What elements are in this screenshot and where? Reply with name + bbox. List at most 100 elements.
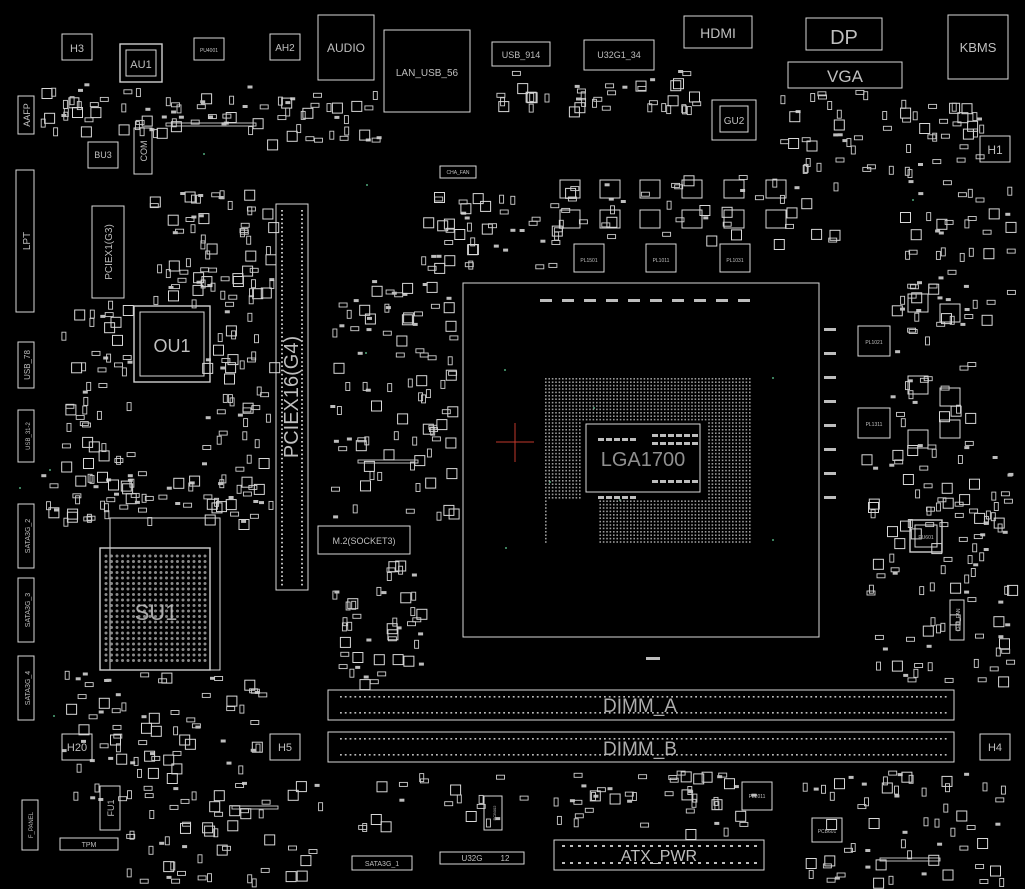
- component-pu4001: PU4001: [193, 37, 225, 61]
- connector-sata-2: SATA3G_2: [17, 503, 35, 569]
- label-tpm: TPM: [82, 842, 97, 849]
- label-u32g-num: 12: [501, 854, 510, 863]
- header-lpt: LPT: [15, 169, 35, 313]
- label-sata-2: SATA3G_2: [25, 519, 32, 553]
- slot-dimm-b: DIMM_B: [327, 731, 955, 763]
- header-tpm: TPM: [59, 837, 119, 851]
- component-bu3: BU3: [87, 141, 119, 169]
- label-su1: SU1: [135, 600, 178, 625]
- component-fu1: FU1: [99, 785, 121, 831]
- header-usb-78: USB_78: [17, 341, 35, 389]
- label-kbms: KBMS: [960, 40, 997, 55]
- label-cha-fan: CHA_FAN: [446, 170, 469, 176]
- passive-components: [19, 70, 1019, 889]
- label-pl1011: PL1011: [653, 258, 670, 264]
- connector-dp: DP: [805, 17, 883, 51]
- label-ou1: OU1: [153, 336, 190, 356]
- inductor-pl2011: PL2011: [741, 781, 773, 811]
- inductor-pl1031: PL1031: [719, 243, 751, 273]
- label-gu2: GU2: [724, 116, 745, 127]
- label-ah2: AH2: [275, 43, 295, 54]
- slot-m2: M.2(SOCKET3): [317, 525, 411, 555]
- label-lan-usb: LAN_USB_56: [396, 68, 459, 79]
- connector-hdmi: HDMI: [683, 15, 753, 49]
- atx-pins: [562, 845, 757, 864]
- component-ah2: AH2: [269, 33, 301, 61]
- cpu-socket: LGA1700: [462, 282, 820, 638]
- label-usb-914: USB_914: [502, 50, 541, 60]
- inductor-pl1021: PL1021: [857, 325, 891, 357]
- label-cpu-fan: CPU_FAN: [956, 608, 962, 631]
- header-usb-31: USB_31-2: [17, 409, 35, 463]
- inductor-pl1011: PL1011: [645, 243, 677, 273]
- label-fu1: FU1: [106, 799, 116, 816]
- label-pciex16: PCIEX16(G4): [281, 336, 303, 458]
- label-pu4001: PU4001: [200, 48, 218, 54]
- label-h5: H5: [278, 742, 292, 754]
- label-pl1311: PL1311: [866, 422, 883, 428]
- inductor-pl1311: PL1311: [857, 407, 891, 439]
- component-h5: H5: [269, 733, 301, 761]
- su1-ball-grid: [104, 554, 207, 662]
- connector-sata-4: SATA3G_4: [17, 655, 35, 721]
- header-usb-914: USB_914: [491, 41, 551, 67]
- connector-audio: AUDIO: [317, 14, 375, 81]
- header-u32g: U32G 12: [439, 851, 525, 865]
- slot-pciex1: PCIEX1(G3): [91, 205, 125, 299]
- component-h3: H3: [61, 33, 93, 61]
- label-pu601: PU601: [918, 535, 934, 541]
- label-sata-1: SATA3G_1: [365, 861, 399, 868]
- label-pcb601: PCB601: [818, 829, 837, 835]
- label-h3: H3: [70, 43, 84, 55]
- label-dimm-b: DIMM_B: [603, 739, 677, 760]
- label-aafp: AAFP: [22, 103, 32, 127]
- component-pcb002: PCB002: [483, 795, 503, 831]
- connector-atx-pwr: ATX_PWR: [553, 839, 765, 871]
- connector-vga: VGA: [787, 61, 903, 89]
- label-sata-3: SATA3G_3: [25, 593, 32, 627]
- label-hdmi: HDMI: [700, 25, 736, 41]
- label-u32g: U32G: [462, 854, 483, 863]
- header-f-panel: F_PANEL: [21, 799, 39, 851]
- connector-lan-usb: LAN_USB_56: [383, 29, 471, 113]
- label-pl1021: PL1021: [865, 340, 882, 346]
- label-cpu-socket: LGA1700: [601, 449, 686, 471]
- label-pl2011: PL2011: [749, 794, 766, 800]
- slot-pciex16: PCIEX16(G4): [275, 203, 309, 591]
- component-h4: H4: [979, 733, 1011, 761]
- label-com: COM: [139, 141, 149, 162]
- header-cpu-fan: CPU_FAN: [949, 599, 965, 641]
- connector-sata-3: SATA3G_3: [17, 577, 35, 643]
- connector-sata-1: SATA3G_1: [351, 855, 413, 871]
- label-h1: H1: [987, 143, 1003, 157]
- label-au1: AU1: [130, 59, 151, 71]
- label-pl1031: PL1031: [726, 258, 743, 264]
- label-h4: H4: [988, 742, 1002, 754]
- label-usb-78: USB_78: [23, 350, 32, 380]
- chip-su1: SU1: [99, 517, 221, 671]
- slot-dimm-a: DIMM_A: [327, 689, 955, 721]
- label-u32g1-34: U32G1_34: [597, 50, 641, 60]
- dimm-a-pins: [340, 696, 947, 714]
- component-h1: H1: [979, 135, 1011, 163]
- label-sata-4: SATA3G_4: [25, 671, 32, 705]
- cpu-ball-grid: [545, 378, 751, 543]
- label-atx-pwr: ATX_PWR: [621, 848, 697, 865]
- label-bu3: BU3: [94, 150, 112, 160]
- dimm-b-pins: [340, 738, 947, 756]
- label-usb-31: USB_31-2: [26, 421, 32, 449]
- pciex16-pins: [281, 210, 303, 586]
- header-aafp: AAFP: [17, 95, 35, 135]
- chip-pu601: PU601: [909, 519, 943, 553]
- header-u32g1-34: U32G1_34: [583, 39, 655, 71]
- label-m2: M.2(SOCKET3): [332, 536, 395, 546]
- label-dp: DP: [830, 27, 858, 49]
- chip-ou1: OU1: [133, 305, 211, 383]
- component-gu2: GU2: [711, 99, 757, 141]
- label-h20: H20: [67, 742, 87, 754]
- label-audio: AUDIO: [327, 41, 365, 55]
- label-f-panel: F_PANEL: [29, 811, 35, 838]
- component-pcb601: PCB601: [811, 817, 843, 843]
- component-h20: H20: [61, 733, 93, 761]
